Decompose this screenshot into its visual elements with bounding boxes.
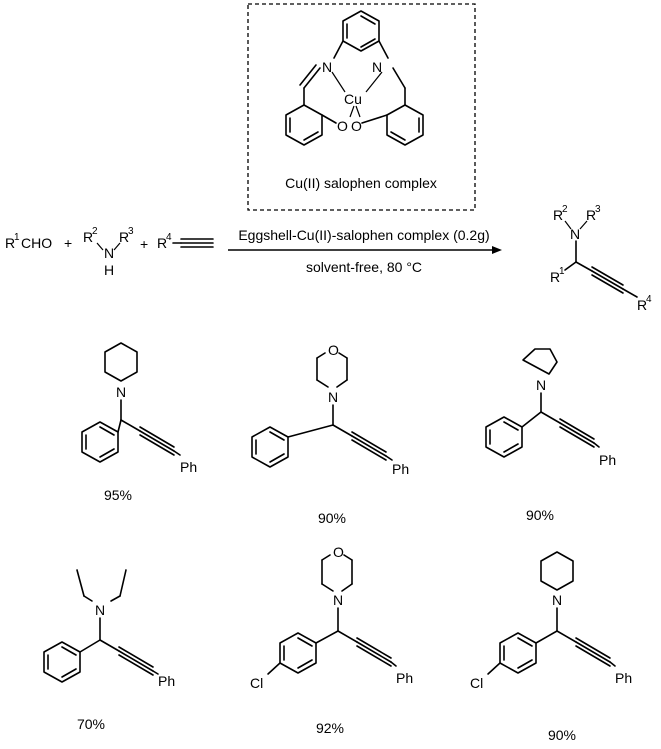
- product-6-cl: Cl: [470, 675, 483, 691]
- amine-r2: R: [83, 229, 93, 245]
- catalyst-cu: Cu: [344, 91, 362, 107]
- product-3-yield: 90%: [526, 507, 554, 523]
- product-3-n: N: [536, 377, 546, 393]
- product-r2: R: [553, 207, 563, 223]
- amine-r3-sup: 3: [128, 226, 134, 237]
- product-r4-sup: 4: [646, 294, 652, 305]
- product-1-yield: 95%: [104, 487, 132, 503]
- product-1-ph: Ph: [180, 459, 197, 475]
- product-3-structure: N Ph 90%: [485, 348, 616, 523]
- aryl-ring: [279, 632, 317, 674]
- amine-r2-sup: 2: [92, 226, 98, 237]
- product-r3: R: [586, 207, 596, 223]
- product-2-n: N: [328, 389, 338, 405]
- product-5-yield: 92%: [316, 720, 344, 736]
- plus-1: +: [64, 235, 72, 251]
- product-6-ph: Ph: [615, 670, 632, 686]
- product-6-structure: N Cl Ph 90%: [470, 551, 632, 743]
- amine-ring: [522, 348, 558, 375]
- product-4-yield: 70%: [77, 716, 105, 732]
- conditions-top: Eggshell-Cu(II)-salophen complex (0.2g): [238, 227, 489, 243]
- amine-n: N: [104, 245, 114, 261]
- catalyst-n1: N: [322, 59, 332, 75]
- reactant-aldehyde-r: R: [5, 235, 15, 251]
- product-r1-sup: 1: [559, 266, 565, 277]
- catalyst-o2: O: [351, 118, 362, 134]
- catalyst-caption: Cu(II) salophen complex: [285, 175, 437, 191]
- alkyne-r: R: [157, 235, 167, 251]
- product-4-ph: Ph: [158, 673, 175, 689]
- product-5-n: N: [333, 592, 343, 608]
- product-3-ph: Ph: [599, 452, 616, 468]
- product-1-structure: N Ph 95%: [81, 342, 197, 503]
- amine-ring: [104, 342, 138, 382]
- conditions-bottom: solvent-free, 80 °C: [306, 259, 422, 275]
- product-2-ph: Ph: [392, 461, 409, 477]
- amine-h: H: [104, 262, 114, 278]
- reaction-arrow-head: [492, 246, 502, 254]
- product-5-structure: O N Cl Ph 92%: [250, 544, 413, 736]
- catalyst-right-ring: [386, 104, 424, 146]
- product-1-n: N: [116, 384, 126, 400]
- plus-2: +: [140, 236, 148, 252]
- aryl-ring: [43, 641, 81, 683]
- aryl-ring: [485, 416, 523, 458]
- alkyne-sup: 4: [166, 232, 172, 243]
- product-2-o: O: [328, 342, 339, 358]
- product-5-ph: Ph: [396, 670, 413, 686]
- reactant-aldehyde-sup: 1: [14, 232, 20, 243]
- reaction-equation: R 1 CHO + R 2 N R 3 H + R 4 Eggshell-Cu(…: [5, 204, 652, 313]
- product-r2-sup: 2: [562, 204, 568, 215]
- product-6-yield: 90%: [548, 727, 576, 743]
- catalyst-left-ring: [285, 104, 323, 146]
- aryl-ring: [251, 426, 289, 468]
- product-6-n: N: [552, 592, 562, 608]
- aryl-ring: [499, 632, 537, 674]
- product-4-structure: N Ph 70%: [43, 569, 175, 732]
- catalyst-structure: N N Cu O O Cu(II) salophen complex: [247, 3, 476, 211]
- catalyst-top-ring: [342, 10, 380, 52]
- amine-ring: [540, 551, 574, 591]
- product-2-yield: 90%: [318, 510, 346, 526]
- product-r4: R: [637, 297, 647, 313]
- product-r1: R: [550, 269, 560, 285]
- amine-r3: R: [119, 229, 129, 245]
- aryl-ring: [81, 421, 119, 463]
- catalyst-dashed-box: [247, 3, 476, 211]
- product-5-cl: Cl: [250, 675, 263, 691]
- reactant-aldehyde-rest: CHO: [21, 235, 52, 251]
- product-r3-sup: 3: [595, 204, 601, 215]
- catalyst-o1: O: [337, 118, 348, 134]
- product-n: N: [570, 226, 580, 242]
- product-5-o: O: [333, 544, 344, 560]
- product-4-n: N: [95, 602, 105, 618]
- catalyst-n2: N: [372, 59, 382, 75]
- product-2-structure: O N Ph 90%: [251, 342, 409, 526]
